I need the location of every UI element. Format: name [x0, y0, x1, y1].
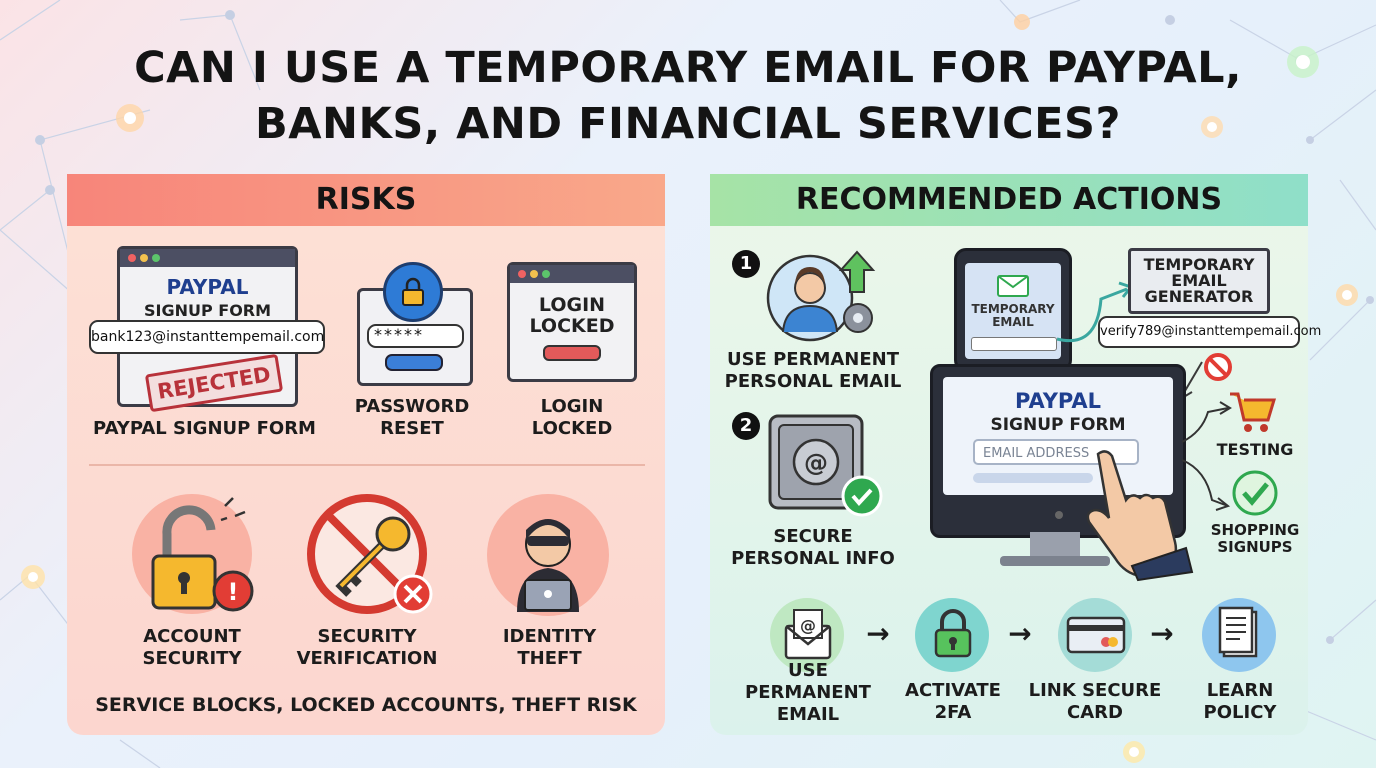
login-locked-caption-line1: LOGIN [540, 396, 604, 417]
phone-email-input[interactable] [971, 337, 1057, 351]
flow-step-1-line2: PERMANENT [745, 682, 871, 703]
security-verification-line1: SECURITY [317, 626, 417, 647]
title-line-1: CAN I USE A TEMPORARY EMAIL FOR PAYPAL, [134, 43, 1242, 93]
actions-panel: RECOMMENDED ACTIONS 1 USE PERMANENT PERS… [710, 174, 1321, 735]
paypal-brand: PAYPAL [166, 275, 249, 299]
risks-divider [89, 464, 645, 466]
account-security-line1: ACCOUNT [143, 626, 241, 647]
generated-email-field[interactable]: verify789@instanttempemail.com [1098, 316, 1321, 348]
shopping-line1: SHOPPING [1210, 521, 1300, 539]
security-verification-line2: VERIFICATION [296, 648, 438, 669]
flow-arrow-2: → [1008, 617, 1032, 650]
generator-line2: EMAIL [1171, 271, 1227, 290]
monitor-submit-bar[interactable] [973, 473, 1093, 483]
monitor-stand [1030, 532, 1080, 558]
envelope-icon [997, 275, 1029, 297]
identity-theft-caption: IDENTITY THEFT [477, 626, 622, 670]
account-security-line2: SECURITY [142, 648, 242, 669]
password-reset-caption-line2: RESET [380, 418, 444, 439]
flow-step-2-line1: ACTIVATE [905, 680, 1001, 701]
step-1-line1: USE PERMANENT [726, 349, 900, 370]
safe-icon: @ [768, 414, 883, 517]
title-line-2: BANKS, AND FINANCIAL SERVICES? [255, 99, 1121, 149]
step-2-line1: SECURE [773, 526, 853, 547]
shopping-cart-icon [1230, 392, 1277, 432]
password-field[interactable]: ***** [367, 324, 464, 348]
prohibited-key-icon [307, 494, 433, 614]
no-symbol-icon [1204, 353, 1232, 381]
svg-text:@: @ [800, 616, 816, 635]
step-2-line2: PERSONAL INFO [731, 548, 895, 569]
step-1-line2: PERSONAL EMAIL [724, 371, 902, 392]
generator-line3: GENERATOR [1144, 287, 1254, 306]
password-reset-caption-line1: PASSWORD [354, 396, 470, 417]
actions-header: RECOMMENDED ACTIONS [710, 174, 1308, 226]
hacker-icon [517, 519, 579, 612]
green-padlock-icon [934, 609, 972, 658]
email-field[interactable]: bank123@instanttempemail.com [89, 320, 325, 354]
broken-lock-icon: ! [151, 497, 254, 612]
monitor-base [1000, 556, 1110, 566]
page-title: CAN I USE A TEMPORARY EMAIL FOR PAYPAL, … [0, 40, 1376, 152]
flow-step-4-line2: POLICY [1203, 702, 1277, 723]
security-verification-caption: SECURITY VERIFICATION [287, 626, 447, 670]
login-locked-line2: LOCKED [529, 315, 615, 337]
generator-line1: TEMPORARY [1143, 255, 1255, 274]
risks-panel: RISKS PAYPAL SIGNUP FORM bank123@instant… [67, 174, 665, 735]
flow-step-1-caption: USE PERMANENT EMAIL [738, 660, 878, 726]
identity-theft-line1: IDENTITY [502, 626, 597, 647]
shopping-line2: SIGNUPS [1217, 538, 1293, 556]
flow-step-2-line2: 2FA [934, 702, 972, 723]
step-1-badge: 1 [732, 250, 760, 278]
monitor-paypal-brand: PAYPAL [1014, 389, 1101, 413]
risks-header: RISKS [67, 174, 665, 226]
phone-label-line2: EMAIL [992, 315, 1034, 329]
reset-button[interactable] [385, 354, 443, 371]
identity-theft-line2: THEFT [517, 648, 582, 669]
flow-arrow-3: → [1150, 617, 1174, 650]
login-locked-window: LOGIN LOCKED [507, 262, 637, 382]
signup-form-title: SIGNUP FORM [143, 301, 272, 320]
branch-arrows [1181, 401, 1232, 511]
login-locked-caption-line2: LOCKED [531, 418, 613, 439]
phone: TEMPORARY EMAIL [954, 248, 1072, 372]
step-1-caption: USE PERMANENT PERSONAL EMAIL [718, 349, 908, 393]
credit-card-icon [1066, 616, 1126, 654]
person-upload-icon [766, 250, 876, 342]
password-reset-caption: PASSWORD RESET [337, 396, 487, 440]
step-2-badge: 2 [732, 412, 760, 440]
temp-email-generator: TEMPORARY EMAIL GENERATOR [1128, 248, 1270, 314]
flow-step-4-caption: LEARN POLICY [1180, 680, 1300, 724]
checkmark-circle-icon [1232, 470, 1278, 516]
flow-step-3-line1: LINK SECURE [1028, 680, 1162, 701]
email-letter-icon: @ [784, 609, 832, 660]
flow-step-1-line1: USE [788, 660, 828, 681]
svg-text:@: @ [804, 449, 828, 477]
pointing-hand-icon [1086, 450, 1194, 582]
flow-step-3-line2: CARD [1067, 702, 1123, 723]
monitor-form-title: SIGNUP FORM [990, 415, 1126, 435]
paypal-signup-caption: PAYPAL SIGNUP FORM [93, 418, 316, 439]
flow-step-3-caption: LINK SECURE CARD [1025, 680, 1165, 724]
padlock-icon [383, 262, 443, 322]
account-security-caption: ACCOUNT SECURITY [122, 626, 262, 670]
svg-text:!: ! [228, 578, 239, 606]
step-2-caption: SECURE PERSONAL INFO [728, 526, 898, 570]
login-locked-caption: LOGIN LOCKED [507, 396, 637, 440]
shopping-signups-caption: SHOPPING SIGNUPS [1205, 522, 1305, 556]
flow-step-1-line3: EMAIL [776, 704, 840, 725]
login-button-disabled [543, 345, 601, 361]
risks-footer: SERVICE BLOCKS, LOCKED ACCOUNTS, THEFT R… [95, 694, 637, 716]
flow-arrow-1: → [866, 617, 890, 650]
document-icon [1218, 606, 1258, 658]
flow-step-4-line1: LEARN [1206, 680, 1274, 701]
login-locked-line1: LOGIN [538, 294, 606, 316]
phone-label-line1: TEMPORARY [971, 302, 1055, 316]
flow-step-2-caption: ACTIVATE 2FA [888, 680, 1018, 724]
testing-label: TESTING [1216, 440, 1294, 459]
